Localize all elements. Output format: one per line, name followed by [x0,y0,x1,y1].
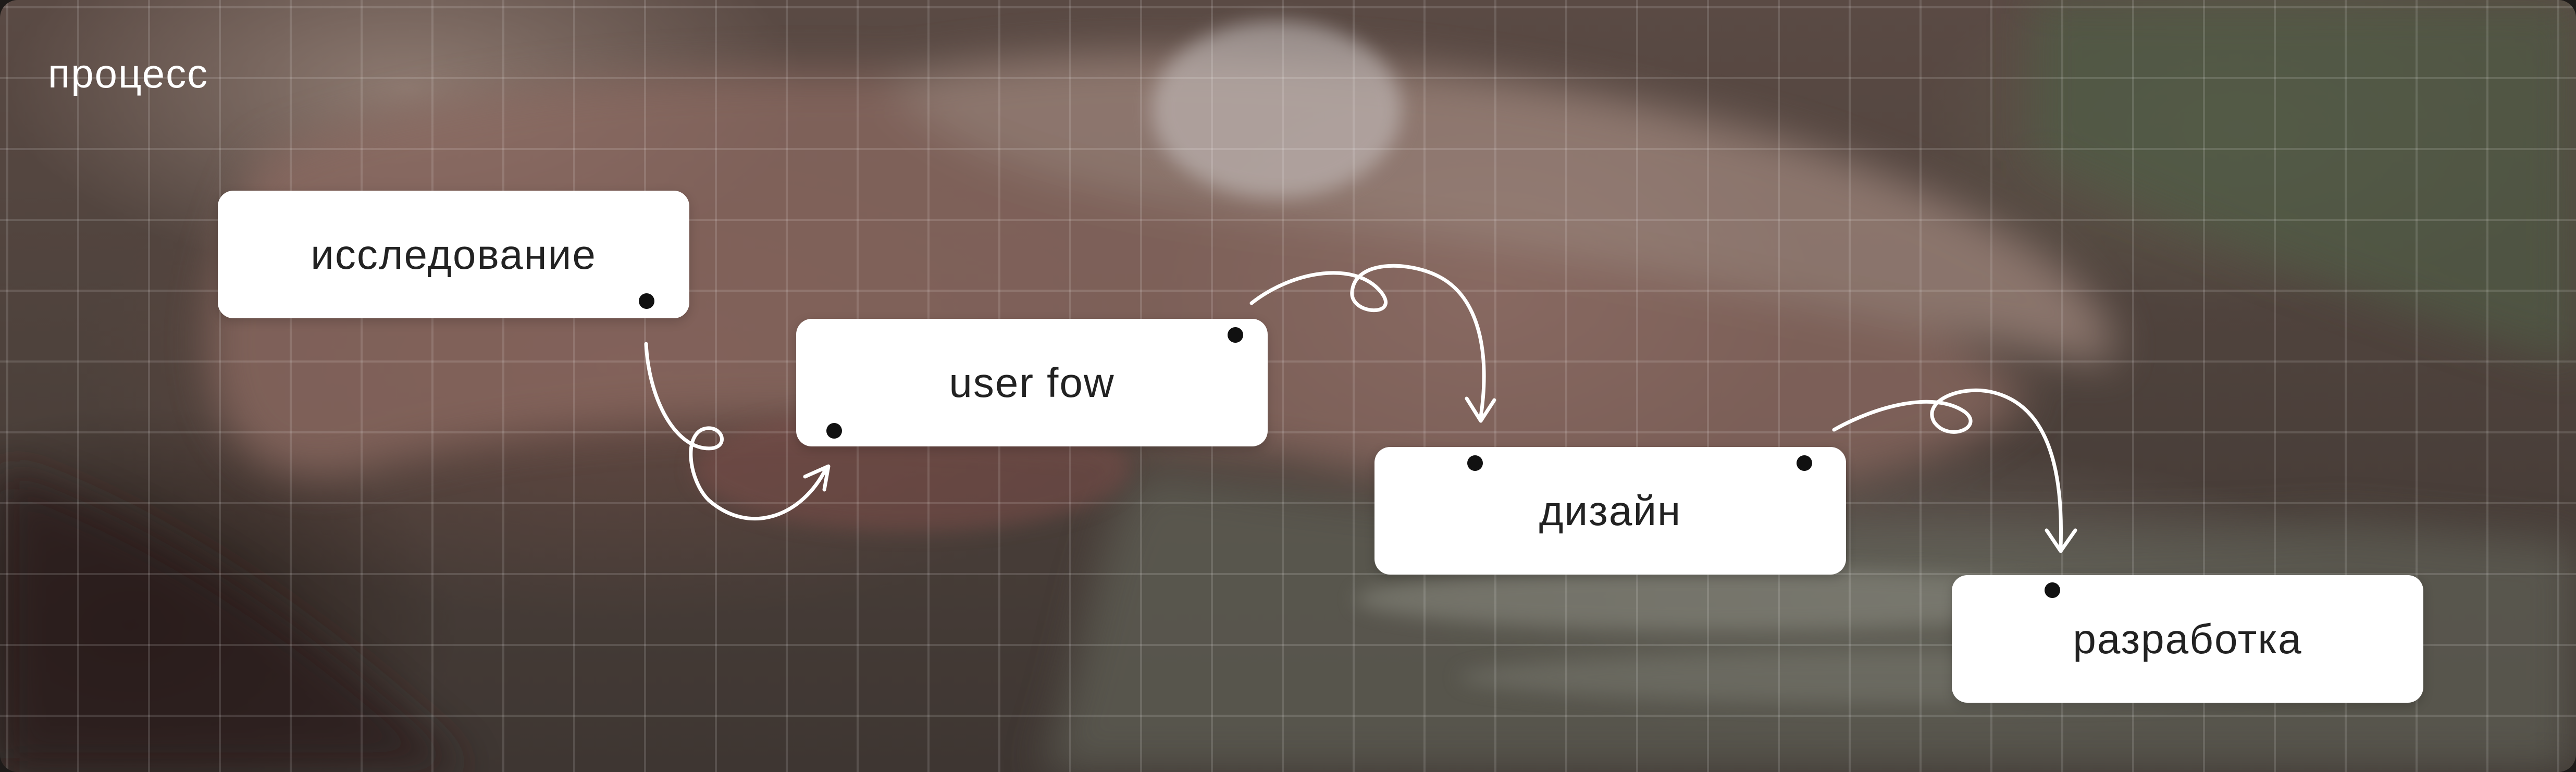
connector-dot [1797,455,1812,471]
step-card-design: дизайн [1374,447,1846,575]
connector-dot [826,423,842,439]
connector-dot [1467,455,1483,471]
step-card-user-flow: user fow [796,319,1268,446]
step-label: user fow [949,359,1115,406]
section-title: процесс [48,51,209,96]
connector-dot [2045,582,2060,598]
connector-dot [639,293,654,309]
step-card-research: исследование [218,191,689,318]
step-label: исследование [311,231,597,278]
step-label: разработка [2073,615,2302,662]
step-label: дизайн [1539,487,1682,534]
connector-dot [1228,327,1243,343]
step-card-development: разработка [1952,575,2423,703]
